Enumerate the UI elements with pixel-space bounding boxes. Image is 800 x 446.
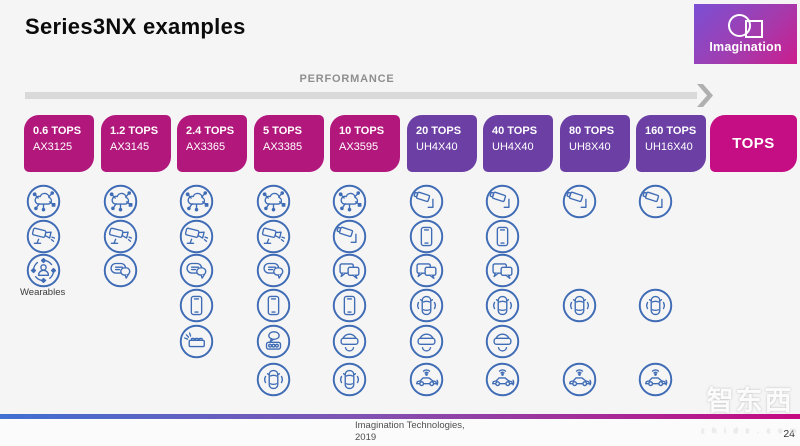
cctv-camera-mounted-icon xyxy=(332,219,367,254)
smartphone-icon xyxy=(332,288,367,323)
vr-headset-icon xyxy=(409,324,444,359)
chip-tops-value: 160 TOPS xyxy=(645,125,697,137)
cctv-camera-icon xyxy=(26,219,61,254)
tops-axis-box: TOPS xyxy=(710,115,797,172)
performance-axis-label: PERFORMANCE xyxy=(299,73,395,85)
car-top-sensing-icon xyxy=(562,288,597,323)
chip-tops-value: 5 TOPS xyxy=(263,125,302,137)
chat-round-icon xyxy=(103,253,138,288)
vr-headset-icon xyxy=(332,324,367,359)
autonomous-car-icon xyxy=(562,362,597,397)
chip-tops-value: 2.4 TOPS xyxy=(186,125,235,137)
cloud-iot-icon xyxy=(26,184,61,219)
car-top-sensing-icon xyxy=(638,288,673,323)
chip-model-name: AX3125 xyxy=(33,141,73,153)
logo-square-shape xyxy=(744,20,763,38)
cctv-camera-mounted-icon xyxy=(562,184,597,219)
autonomous-car-icon xyxy=(638,362,673,397)
chip-tops-value: 10 TOPS xyxy=(339,125,385,137)
chip-box-uh16x40-8: 160 TOPS UH16X40 xyxy=(636,115,706,172)
imagination-logo-icon xyxy=(726,14,766,38)
cctv-camera-mounted-icon xyxy=(638,184,673,219)
chip-tops-value: 80 TOPS xyxy=(569,125,615,137)
footer-credit-line1: Imagination Technologies, xyxy=(355,420,465,431)
performance-arrowhead-icon xyxy=(697,84,713,107)
page-title: Series3NX examples xyxy=(25,14,246,39)
cctv-camera-mounted-icon xyxy=(485,184,520,219)
chip-tops-value: 40 TOPS xyxy=(492,125,538,137)
chip-box-ax3125-0: 0.6 TOPS AX3125 xyxy=(24,115,94,172)
car-top-sensing-icon xyxy=(256,362,291,397)
wearables-person-icon xyxy=(26,253,61,288)
cloud-iot-icon xyxy=(179,184,214,219)
chat-round-icon xyxy=(256,253,291,288)
chip-tops-value: 20 TOPS xyxy=(416,125,462,137)
cctv-camera-icon xyxy=(179,219,214,254)
chip-box-uh8x40-7: 80 TOPS UH8X40 xyxy=(560,115,630,172)
cloud-iot-icon xyxy=(256,184,291,219)
imagination-logo: Imagination xyxy=(694,4,797,64)
chip-box-ax3365-2: 2.4 TOPS AX3365 xyxy=(177,115,247,172)
footer-credit: Imagination Technologies, 2019 xyxy=(355,420,465,443)
chip-box-uh4x40-5: 20 TOPS UH4X40 xyxy=(407,115,477,172)
performance-arrow-bar xyxy=(25,92,697,99)
chip-model-name: AX3145 xyxy=(110,141,150,153)
chip-tops-value: 1.2 TOPS xyxy=(110,125,159,137)
chip-model-name: UH16X40 xyxy=(645,141,693,153)
watermark-text: 智东西 xyxy=(706,386,794,416)
car-top-sensing-icon xyxy=(409,288,444,323)
chat-square-icon xyxy=(332,253,367,288)
chip-model-name: AX3595 xyxy=(339,141,379,153)
smartphone-icon xyxy=(485,219,520,254)
watermark-subtext: z h i d x . c o m xyxy=(700,428,800,435)
chip-model-name: AX3365 xyxy=(186,141,226,153)
chip-box-ax3595-4: 10 TOPS AX3595 xyxy=(330,115,400,172)
zhidx-watermark: 智东西 z h i d x . c o m xyxy=(700,386,800,446)
chip-model-name: AX3385 xyxy=(263,141,303,153)
autonomous-car-icon xyxy=(485,362,520,397)
car-top-sensing-icon xyxy=(332,362,367,397)
chip-model-name: UH4X40 xyxy=(492,141,534,153)
page-number: 24 xyxy=(783,428,795,440)
cctv-camera-icon xyxy=(103,219,138,254)
cctv-camera-icon xyxy=(256,219,291,254)
smartphone-icon xyxy=(256,288,291,323)
car-top-sensing-icon xyxy=(485,288,520,323)
smart-speaker-icon xyxy=(256,324,291,359)
vr-headset-icon xyxy=(485,324,520,359)
chip-model-name: UH4X40 xyxy=(416,141,458,153)
bottom-gradient-bar xyxy=(0,414,800,419)
dashboard-alert-icon xyxy=(179,324,214,359)
chip-tops-value: 0.6 TOPS xyxy=(33,125,82,137)
chip-box-uh4x40-6: 40 TOPS UH4X40 xyxy=(483,115,553,172)
chip-model-name: UH8X40 xyxy=(569,141,611,153)
chip-box-ax3385-3: 5 TOPS AX3385 xyxy=(254,115,324,172)
chat-square-icon xyxy=(409,253,444,288)
footer-strip xyxy=(0,419,800,446)
wearables-label: Wearables xyxy=(20,287,66,298)
smartphone-icon xyxy=(179,288,214,323)
smartphone-icon xyxy=(409,219,444,254)
cloud-iot-icon xyxy=(332,184,367,219)
logo-wordmark: Imagination xyxy=(709,40,782,54)
footer-credit-line2: 2019 xyxy=(355,431,377,443)
cloud-iot-icon xyxy=(103,184,138,219)
chip-box-ax3145-1: 1.2 TOPS AX3145 xyxy=(101,115,171,172)
cctv-camera-mounted-icon xyxy=(409,184,444,219)
chat-round-icon xyxy=(179,253,214,288)
logo-circle-shape xyxy=(727,14,751,37)
chat-square-icon xyxy=(485,253,520,288)
autonomous-car-icon xyxy=(409,362,444,397)
